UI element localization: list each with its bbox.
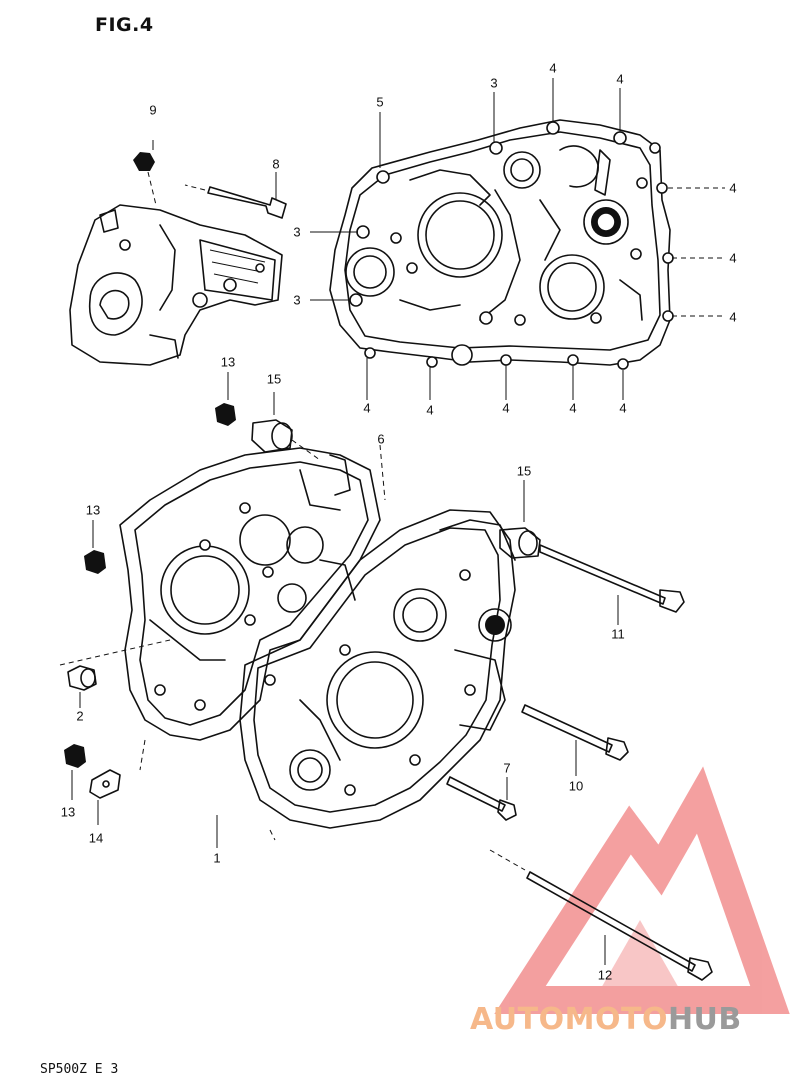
bolt-8 [184,172,287,219]
callout-15-lower: 15 [516,463,532,479]
callout-6: 6 [377,431,385,447]
callout-13-middle: 13 [85,502,101,518]
callout-4-bottom-a: 4 [363,400,371,416]
callout-5: 5 [376,94,384,110]
callout-10: 10 [568,778,584,794]
callout-4-right-b: 4 [729,250,737,266]
watermark-logo [494,766,790,1014]
bolt-10 [521,704,629,776]
leader-lines-top [310,78,725,400]
bolt-11 [539,544,685,625]
callout-2: 2 [76,708,84,724]
callout-4-bottom-d: 4 [569,400,577,416]
callout-3-left-b: 3 [293,292,301,308]
figure-title: FIG.4 [95,14,154,36]
callout-14: 14 [88,830,104,846]
callout-4-right-a: 4 [729,180,737,196]
watermark-text-part1: AUTOMOTO [470,1002,668,1037]
callout-11: 11 [611,626,625,642]
callout-12: 12 [597,967,613,983]
callout-4-top-a: 4 [549,60,557,76]
watermark-text: AUTOMOTOHUB [470,1002,742,1037]
callout-13-upper: 13 [220,354,236,370]
model-code: SP500Z E 3 [40,1062,119,1077]
bolt-12 [489,849,713,981]
bolt-7 [446,776,517,821]
crankcase-right-half [239,444,516,841]
callout-4-bottom-b: 4 [426,402,434,418]
watermark-text-part2: HUB [667,1002,742,1037]
bush-13-middle [84,520,106,574]
callout-4-bottom-e: 4 [619,400,627,416]
crankcase-left-half [59,447,381,771]
dowel-15-lower [499,480,541,559]
crankcase-right-half-top [329,119,674,370]
callout-13-lower: 13 [60,804,76,820]
callout-15-upper: 15 [266,371,282,387]
plate-14 [89,769,121,825]
callout-4-bottom-c: 4 [502,400,510,416]
callout-4-top-b: 4 [616,71,624,87]
callout-3-top: 3 [490,75,498,91]
callout-1: 1 [213,850,221,866]
bush-13-lower [64,744,86,800]
callout-8: 8 [272,156,280,172]
bush-13-upper [215,372,236,426]
upper-left-housing [69,204,283,366]
callout-4-right-c: 4 [729,309,737,325]
callout-3-left-a: 3 [293,224,301,240]
nut-9 [133,140,157,206]
dowel-2 [67,665,97,708]
callout-9: 9 [149,102,157,118]
callout-7: 7 [503,760,511,776]
dowel-15-upper [251,392,321,461]
